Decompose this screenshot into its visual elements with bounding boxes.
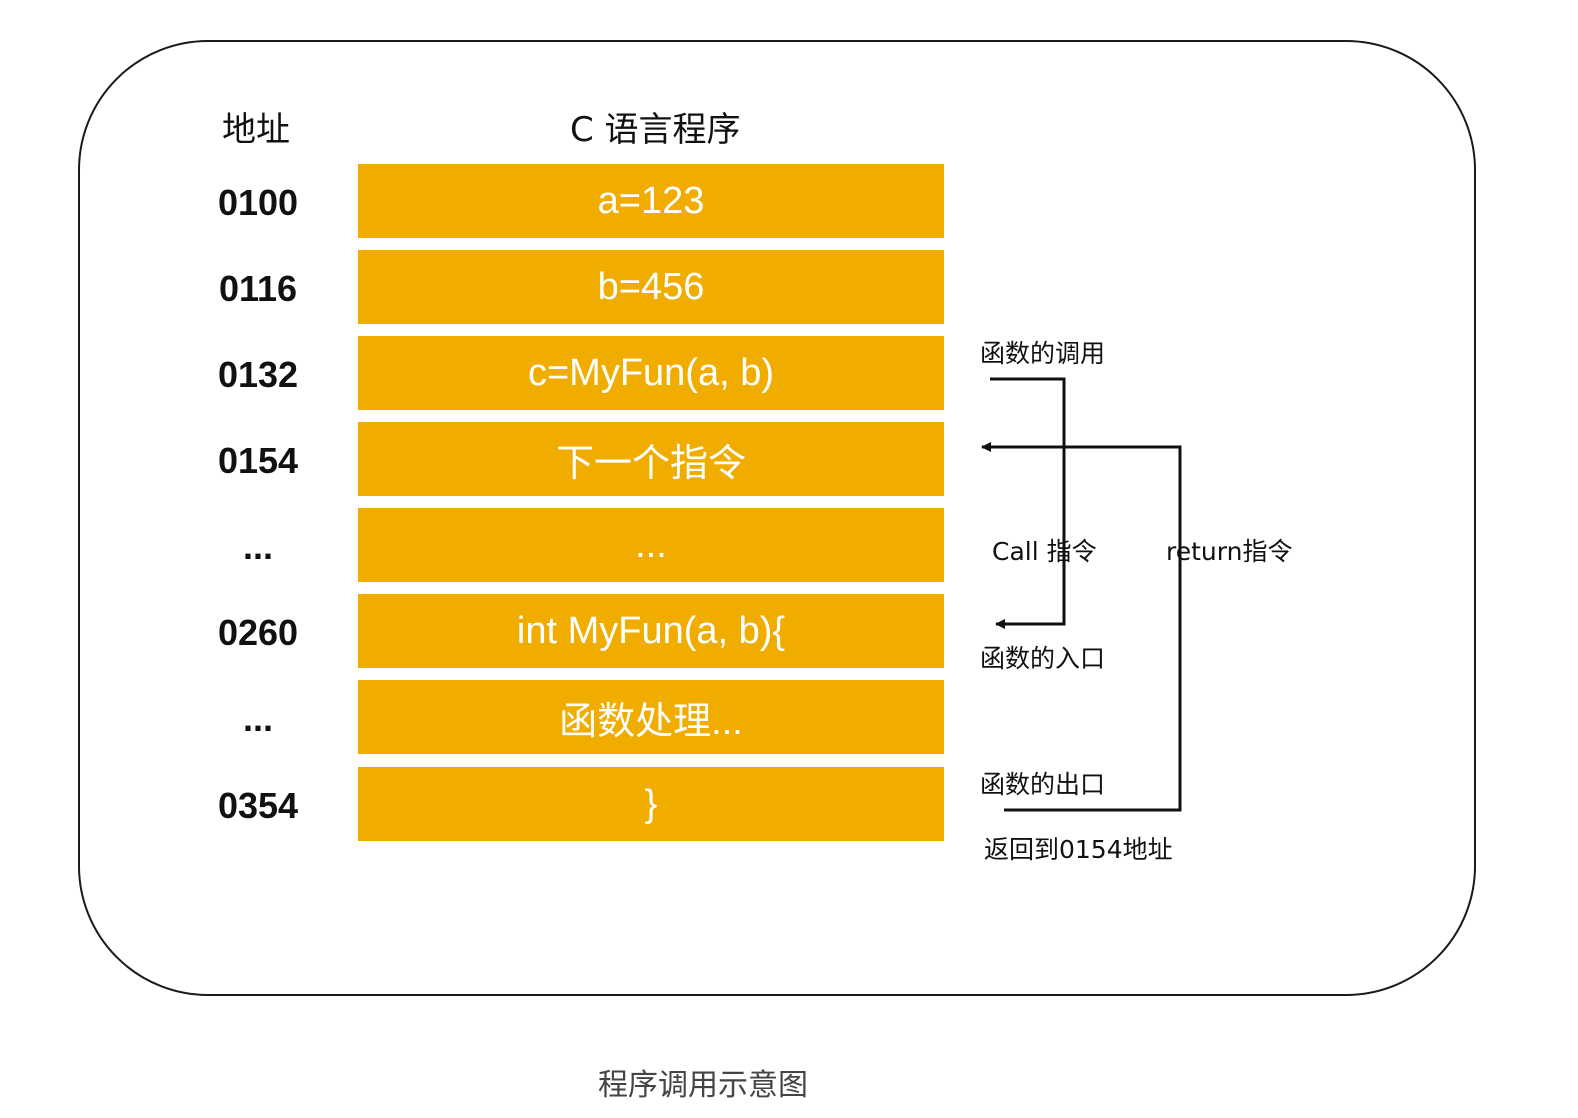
code-block: c=MyFun(a, b) — [358, 336, 944, 410]
code-text: a=123 — [597, 179, 705, 222]
code-block: 下一个指令 — [358, 422, 944, 496]
entry-label: 函数的入口 — [980, 644, 1106, 673]
call-label: 函数的调用 — [980, 339, 1106, 368]
address-label: ... — [242, 698, 273, 739]
exit-label: 函数的出口 — [980, 770, 1106, 799]
return-instruction-label: return指令 — [1166, 537, 1293, 566]
code-text: 函数处理... — [559, 700, 743, 743]
return-arrow — [981, 442, 1182, 812]
code-block: int MyFun(a, b){ — [358, 594, 944, 668]
code-block: ... — [358, 508, 944, 582]
code-text: c=MyFun(a, b) — [527, 351, 775, 394]
program-column-header: C 语言程序 — [570, 110, 741, 150]
code-block: 函数处理... — [358, 680, 944, 754]
figure-caption: 程序调用示意图 — [598, 1068, 808, 1103]
code-text: ... — [635, 523, 667, 566]
code-text: 下一个指令 — [555, 442, 746, 485]
address-label: ... — [242, 526, 273, 567]
code-text: b=456 — [597, 265, 705, 308]
call-arrow — [990, 377, 1066, 629]
address-label: 0354 — [217, 785, 299, 826]
code-block: a=123 — [358, 164, 944, 238]
address-label: 0260 — [217, 612, 299, 653]
address-label: 0100 — [217, 182, 299, 223]
address-label: 0154 — [217, 440, 299, 481]
address-column-header: 地址 — [222, 110, 290, 150]
code-block: b=456 — [358, 250, 944, 324]
call-instruction-label: Call 指令 — [992, 537, 1097, 566]
code-text: } — [644, 782, 658, 825]
address-label: 0132 — [217, 354, 299, 395]
diagram-frame — [78, 40, 1476, 996]
code-block: } — [358, 767, 944, 841]
address-label: 0116 — [218, 268, 298, 309]
code-text: int MyFun(a, b){ — [516, 609, 786, 652]
return-to-label: 返回到0154地址 — [984, 835, 1173, 864]
